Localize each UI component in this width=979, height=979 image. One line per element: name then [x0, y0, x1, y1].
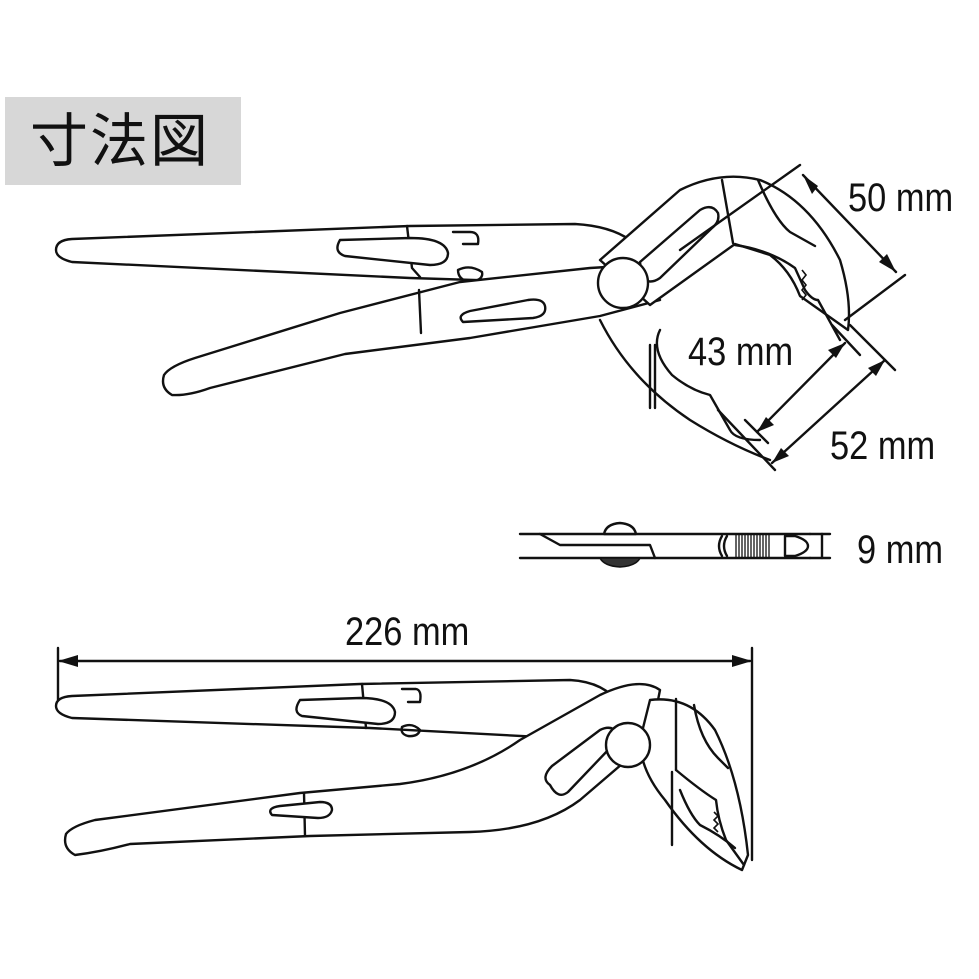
jaw-depth-label: 52 mm — [830, 424, 936, 468]
jaw-outer-opening-label: 50 mm — [848, 176, 954, 220]
page-title: 寸法図 — [30, 107, 211, 175]
overall-length-label: 226 mm — [345, 610, 470, 654]
thickness-label: 9 mm — [857, 528, 943, 572]
closed-pliers-illustration — [54, 646, 754, 872]
jaw-inner-opening-label: 43 mm — [688, 330, 794, 374]
side-view-illustration — [518, 521, 832, 568]
open-pliers-illustration — [54, 163, 907, 472]
title-box — [5, 97, 241, 185]
